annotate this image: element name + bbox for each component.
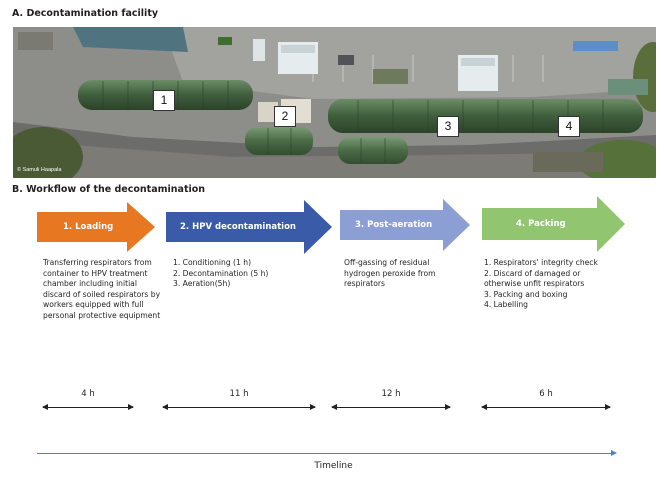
- timeline-arrowhead: [611, 450, 617, 456]
- step-4-item: 2. Discard of damaged or otherwise unfit…: [484, 268, 585, 289]
- step-2-list: 1. Conditioning (1 h) 2. Decontamination…: [173, 258, 313, 290]
- step-2-item: 1. Conditioning (1 h): [173, 258, 252, 267]
- step-4-arrow: [482, 196, 625, 252]
- step-4-duration-line: [481, 404, 611, 410]
- step-1-description: Transferring respirators from container …: [43, 258, 161, 321]
- step-2-description: 1. Conditioning (1 h) 2. Decontamination…: [173, 258, 313, 290]
- photo-marker-3: 3: [437, 116, 459, 137]
- aerial-photo-image: [13, 27, 656, 178]
- step-1-description-text: Transferring respirators from container …: [43, 258, 161, 320]
- step-3-description: Off-gassing of residual hydrogen peroxid…: [344, 258, 462, 290]
- section-a-title: A. Decontamination facility: [12, 8, 159, 19]
- step-1-arrow-shape: [37, 202, 155, 252]
- step-3-duration-line: [331, 404, 451, 410]
- step-2-item: 3. Aeration(5h): [173, 279, 231, 288]
- step-3-arrow-shape: [340, 199, 470, 251]
- photo-marker-1: 1: [153, 90, 175, 111]
- step-3-arrow: [340, 199, 470, 251]
- step-2-duration-line: [162, 404, 316, 410]
- step-2-item: 2. Decontamination (5 h): [173, 268, 269, 278]
- step-1-duration: 4 h: [81, 389, 95, 399]
- step-1-label: 1. Loading: [63, 222, 114, 232]
- step-4-item: 4. Labelling: [484, 300, 528, 309]
- step-2-duration: 11 h: [229, 389, 249, 399]
- step-3-duration: 12 h: [381, 389, 401, 399]
- photo-credit: © Samuli Haapala: [17, 167, 62, 173]
- timeline-axis: [37, 453, 613, 454]
- step-1-arrow: [37, 202, 155, 252]
- step-4-item: 1. Respirators' integrity check: [484, 258, 598, 267]
- step-2-arrow: [166, 200, 332, 254]
- step-4-arrow-shape: [482, 196, 625, 252]
- photo-marker-4: 4: [558, 116, 580, 137]
- step-4-duration: 6 h: [539, 389, 553, 399]
- step-2-arrow-shape: [166, 200, 332, 254]
- step-4-item: 3. Packing and boxing: [484, 289, 568, 299]
- step-3-description-text: Off-gassing of residual hydrogen peroxid…: [344, 258, 436, 288]
- step-3-label: 3. Post-aeration: [355, 220, 433, 230]
- step-4-description: 1. Respirators' integrity check 2. Disca…: [484, 258, 609, 311]
- section-b-title: B. Workflow of the decontamination: [12, 184, 206, 195]
- step-1-duration-line: [42, 404, 134, 410]
- step-2-label: 2. HPV decontamination: [180, 222, 296, 232]
- photo-marker-2: 2: [274, 106, 296, 127]
- aerial-photo: 1 2 3 4: [13, 27, 656, 178]
- step-4-list: 1. Respirators' integrity check 2. Disca…: [484, 258, 609, 311]
- timeline-label: Timeline: [314, 461, 353, 471]
- step-4-label: 4. Packing: [516, 219, 566, 229]
